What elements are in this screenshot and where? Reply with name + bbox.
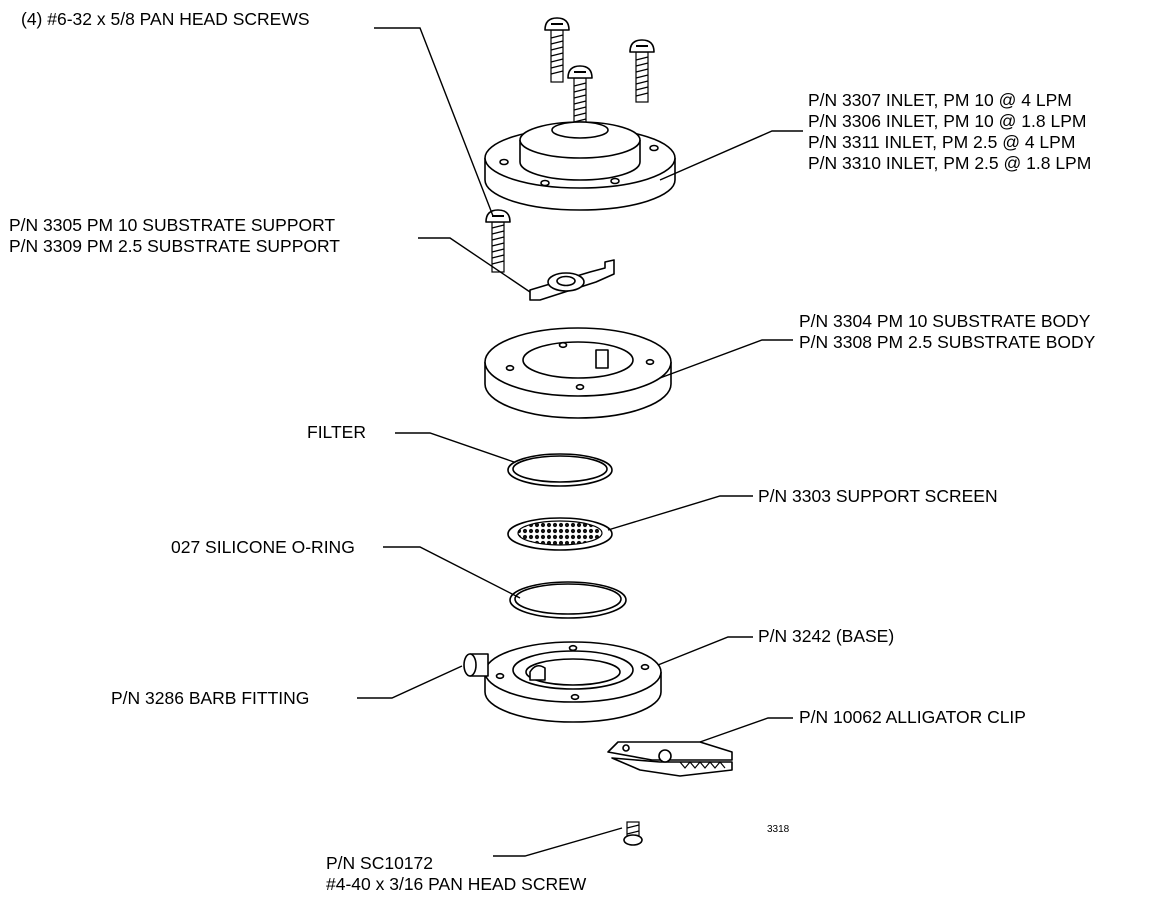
leader-lines	[357, 27, 803, 857]
screw-3	[567, 65, 593, 131]
label-alligator-clip: P/N 10062 ALLIGATOR CLIP	[799, 707, 1026, 727]
label-substrate-body-line-2: P/N 3308 PM 2.5 SUBSTRATE BODY	[799, 332, 1096, 352]
label-substrate-body: P/N 3304 PM 10 SUBSTRATE BODY P/N 3308 P…	[799, 311, 1095, 353]
label-small-screw: P/N SC10172 #4-40 x 3/16 PAN HEAD SCREW	[326, 853, 586, 895]
label-pan-head-screws: (4) #6-32 x 5/8 PAN HEAD SCREWS	[21, 9, 310, 29]
label-o-ring: 027 SILICONE O-RING	[171, 537, 355, 557]
label-inlet-line-2: P/N 3306 INLET, PM 10 @ 1.8 LPM	[808, 111, 1087, 131]
label-substrate-support: P/N 3305 PM 10 SUBSTRATE SUPPORT P/N 330…	[9, 215, 340, 257]
base-part	[484, 641, 662, 723]
pan-head-screws	[485, 17, 655, 273]
label-inlet-line-4: P/N 3310 INLET, PM 2.5 @ 1.8 LPM	[808, 153, 1092, 173]
label-substrate-support-line-2: P/N 3309 PM 2.5 SUBSTRATE SUPPORT	[9, 236, 340, 256]
label-filter: FILTER	[307, 422, 366, 442]
label-substrate-body-line-1: P/N 3304 PM 10 SUBSTRATE BODY	[799, 311, 1091, 331]
drawing-number: 3318	[767, 824, 790, 835]
screw-2	[544, 17, 570, 83]
barb-fitting-part	[463, 653, 489, 677]
label-inlet-line-3: P/N 3311 INLET, PM 2.5 @ 4 LPM	[808, 132, 1076, 152]
label-base: P/N 3242 (BASE)	[758, 626, 895, 646]
label-small-screw-line-1: P/N SC10172	[326, 853, 434, 873]
inlet-part	[484, 121, 676, 211]
substrate-support-part	[529, 259, 615, 301]
label-barb-fitting: P/N 3286 BARB FITTING	[111, 688, 310, 708]
small-pan-head-screw	[623, 821, 643, 846]
label-substrate-support-line-1: P/N 3305 PM 10 SUBSTRATE SUPPORT	[9, 215, 336, 235]
o-ring-part	[509, 581, 627, 619]
label-support-screen: P/N 3303 SUPPORT SCREEN	[758, 486, 998, 506]
screw-1	[485, 209, 511, 273]
label-inlet-line-1: P/N 3307 INLET, PM 10 @ 4 LPM	[808, 90, 1072, 110]
label-small-screw-line-2: #4-40 x 3/16 PAN HEAD SCREW	[326, 874, 587, 894]
screw-4	[629, 39, 655, 103]
support-screen-part	[507, 517, 613, 551]
label-inlet: P/N 3307 INLET, PM 10 @ 4 LPM P/N 3306 I…	[808, 90, 1091, 174]
substrate-body-part	[484, 327, 672, 419]
filter-part	[507, 453, 613, 487]
alligator-clip-part	[607, 741, 733, 777]
